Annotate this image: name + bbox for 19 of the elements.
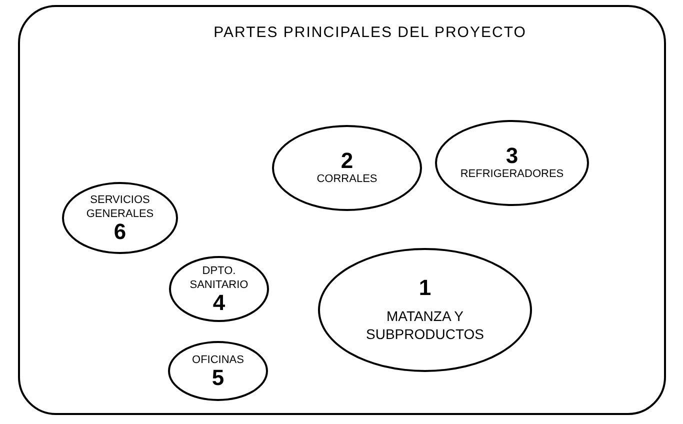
section-number: 2 — [340, 150, 354, 172]
section-number: 1 — [418, 277, 432, 299]
ellipse-node — [435, 120, 589, 206]
section-number: 5 — [212, 367, 224, 389]
section-number: 4 — [212, 292, 226, 314]
section-number: 3 — [506, 145, 518, 167]
ellipse-node — [272, 125, 422, 211]
title: PARTES PRINCIPALES DEL PROYECTO — [212, 23, 528, 43]
ellipse-node — [62, 182, 178, 254]
section-name: OFICINAS — [192, 353, 244, 367]
section-name: REFRIGERADORES — [460, 167, 564, 181]
section-name: CORRALES — [316, 172, 378, 186]
ellipse-node — [169, 256, 269, 322]
section-name: SERVICIOS GENERALES — [85, 193, 155, 221]
section-number: 6 — [114, 221, 126, 243]
section-name: MATANZA Y SUBPRODUCTOS — [365, 307, 485, 343]
ellipse-node — [318, 248, 532, 372]
section-name: DPTO. SANITARIO — [188, 264, 250, 292]
ellipse-node — [168, 341, 268, 401]
